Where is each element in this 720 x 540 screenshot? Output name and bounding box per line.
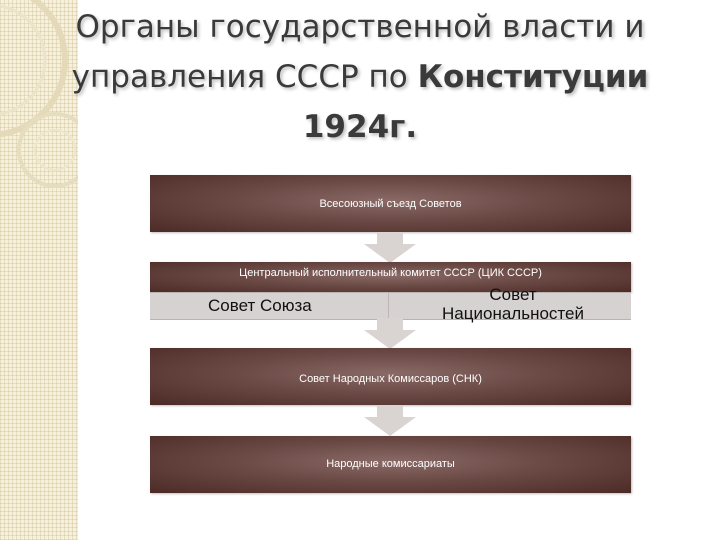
box-commissariats-label: Народные комиссариаты (326, 458, 455, 470)
decorative-side-strip (0, 0, 78, 540)
chamber-council-of-nationalities: Совет Национальностей (428, 285, 598, 323)
box-central-executive-committee: Центральный исполнительный комитет СССР … (150, 262, 631, 292)
decorative-circles (0, 0, 78, 188)
title-line-2-start: управления СССР по (71, 59, 418, 95)
title-line-1: Органы государственной власти и (75, 9, 645, 45)
title-line-2-bold: Конституции (417, 59, 649, 95)
page-title: Органы государственной власти и управлен… (60, 2, 660, 152)
chamber-right-line-1: Совет (489, 285, 537, 304)
title-line-3: 1924г. (302, 109, 418, 145)
chamber-right-line-2: Национальностей (442, 304, 584, 323)
chambers-divider (388, 293, 389, 319)
box-congress-of-soviets: Всесоюзный съезд Советов (150, 175, 631, 232)
box-congress-label: Всесоюзный съезд Советов (319, 198, 462, 210)
box-council-of-peoples-commissars: Совет Народных Комиссаров (СНК) (150, 348, 631, 405)
box-peoples-commissariats: Народные комиссариаты (150, 436, 631, 493)
arrow-down-icon (364, 318, 416, 349)
box-cec-label: Центральный исполнительный комитет СССР … (239, 267, 542, 279)
chamber-council-of-union: Совет Союза (208, 296, 312, 315)
chambers-row: Совет Союза Совет Национальностей (150, 285, 631, 323)
arrow-down-icon (364, 405, 416, 436)
box-snk-label: Совет Народных Комиссаров (СНК) (299, 373, 482, 385)
arrow-down-icon (364, 232, 416, 263)
